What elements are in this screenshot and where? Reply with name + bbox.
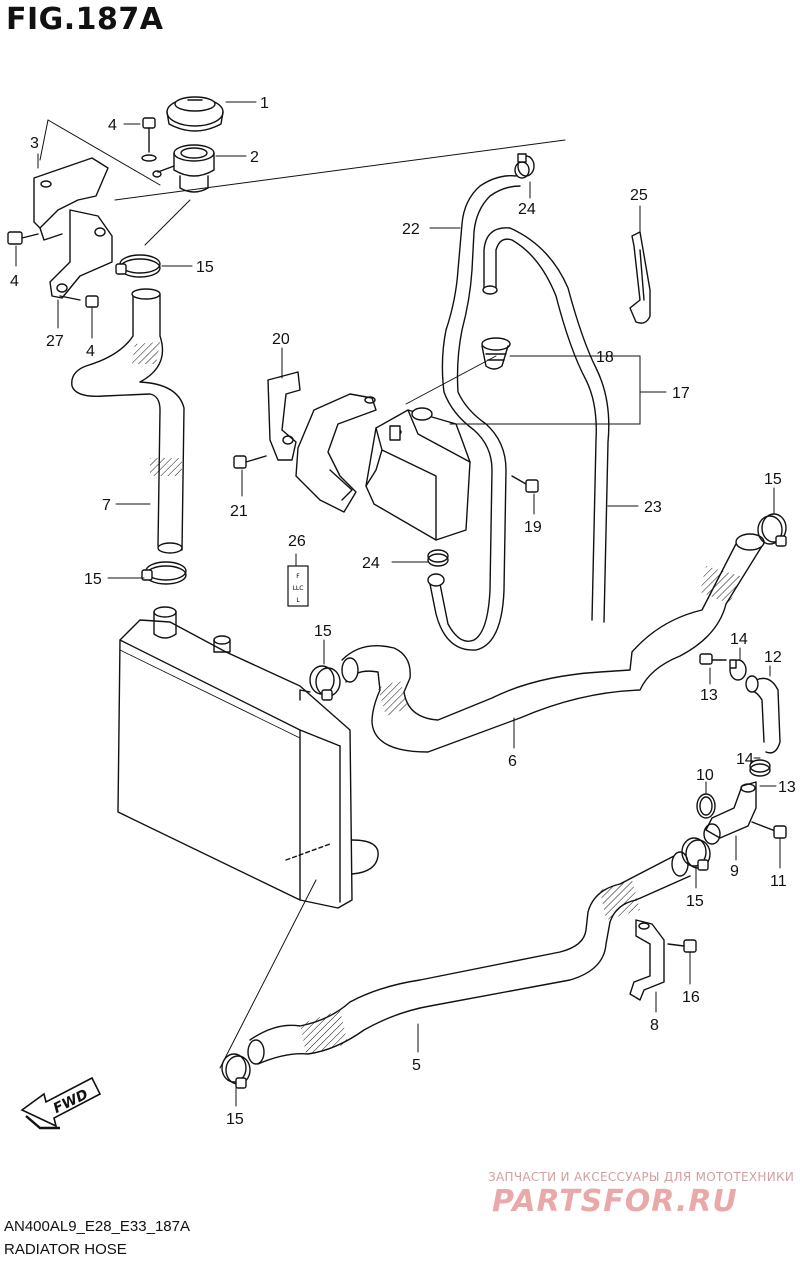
- stay-27: [49, 209, 113, 299]
- bolt-16: [667, 939, 697, 953]
- callout-9: 9: [730, 863, 739, 880]
- clamp-24-bottom: [427, 549, 449, 567]
- callout-20: 20: [272, 331, 290, 348]
- callout-13-lower: 13: [778, 779, 796, 796]
- watermark-logo: PARTSFOR.RU: [492, 1184, 738, 1219]
- figure-code: AN400AL9_E28_E33_187A: [4, 1218, 190, 1235]
- reservoir-tank: [365, 407, 471, 541]
- clamp-14-lower: [749, 759, 771, 777]
- bolt-21: [233, 455, 267, 469]
- bolt-11: [751, 821, 787, 839]
- tag-line-2: LLC: [293, 585, 304, 592]
- callout-3: 3: [30, 135, 39, 152]
- callout-15-b: 15: [84, 571, 102, 588]
- callout-15-hose6-right: 15: [764, 471, 782, 488]
- callout-10: 10: [696, 767, 714, 784]
- tag-line-1: F: [296, 573, 300, 580]
- bracket-8: [629, 919, 665, 1001]
- tag-26: F LLC L: [287, 565, 309, 607]
- callout-14-lower: 14: [736, 751, 754, 768]
- callout-27: 27: [46, 333, 64, 350]
- callout-12: 12: [764, 649, 782, 666]
- callout-15-a: 15: [196, 259, 214, 276]
- watermark-tagline: ЗАПЧАСТИ И АКСЕССУАРЫ ДЛЯ МОТОТЕХНИКИ: [488, 1170, 795, 1184]
- hose-22: [427, 175, 521, 651]
- figure-subtitle: RADIATOR HOSE: [4, 1241, 127, 1258]
- reservoir-cap: [481, 337, 511, 370]
- filler-neck: [152, 144, 215, 193]
- callout-13-top: 13: [700, 687, 718, 704]
- callout-4-lower: 4: [86, 343, 95, 360]
- callout-25: 25: [630, 187, 648, 204]
- fwd-arrow: FWD: [20, 1076, 102, 1130]
- callout-5: 5: [412, 1057, 421, 1074]
- bracket-20: [267, 371, 377, 513]
- hose-23: [482, 227, 610, 623]
- bracket-3: [33, 157, 109, 241]
- callout-22: 22: [402, 221, 420, 238]
- radiator: [117, 606, 379, 909]
- callout-24-bottom: 24: [362, 555, 380, 572]
- bolt-4-left: [7, 231, 39, 245]
- clamp-14-top: [729, 659, 747, 681]
- callout-17: 17: [672, 385, 690, 402]
- hose-6: [341, 533, 765, 753]
- callout-18: 18: [596, 349, 614, 366]
- callout-7: 7: [102, 497, 111, 514]
- clamp-15-hose6-right: [757, 513, 787, 547]
- bolt-19: [511, 475, 539, 493]
- radiator-cap: [166, 96, 224, 132]
- bolt-13-top: [699, 653, 727, 665]
- callout-4-left: 4: [10, 273, 19, 290]
- callout-23: 23: [644, 499, 662, 516]
- callout-15-hose6-left: 15: [314, 623, 332, 640]
- hose-5: [247, 851, 691, 1065]
- clamp-15-hose5-right: [681, 837, 711, 871]
- callout-14-top: 14: [730, 631, 748, 648]
- figure-title: FIG.187A: [6, 2, 164, 37]
- callout-16: 16: [682, 989, 700, 1006]
- callout-19: 19: [524, 519, 542, 536]
- callout-21: 21: [230, 503, 248, 520]
- clamp-15-b: [141, 561, 187, 585]
- hose-12: [745, 675, 781, 754]
- clamp-15-a: [115, 254, 161, 278]
- callout-26: 26: [288, 533, 306, 550]
- callout-1: 1: [260, 95, 269, 112]
- bolt-4-lower: [59, 295, 99, 308]
- callout-4-top: 4: [108, 117, 117, 134]
- callout-2: 2: [250, 149, 259, 166]
- callout-15-hose5-left: 15: [226, 1111, 244, 1128]
- bolt-4-top: [141, 117, 157, 162]
- union-9: [703, 781, 757, 845]
- o-ring-10: [696, 793, 716, 819]
- tag-line-3: L: [296, 597, 300, 604]
- callout-6: 6: [508, 753, 517, 770]
- clip-25: [629, 231, 651, 324]
- callout-8: 8: [650, 1017, 659, 1034]
- clamp-24-top: [514, 153, 535, 179]
- clamp-15-hose6-left: [309, 665, 341, 701]
- clamp-15-hose5-left: [221, 1053, 251, 1089]
- callout-24-top: 24: [518, 201, 536, 218]
- leader-lines: [15, 101, 781, 1107]
- callout-15-hose5-right: 15: [686, 893, 704, 910]
- callout-11: 11: [770, 873, 787, 890]
- hose-7: [71, 288, 185, 554]
